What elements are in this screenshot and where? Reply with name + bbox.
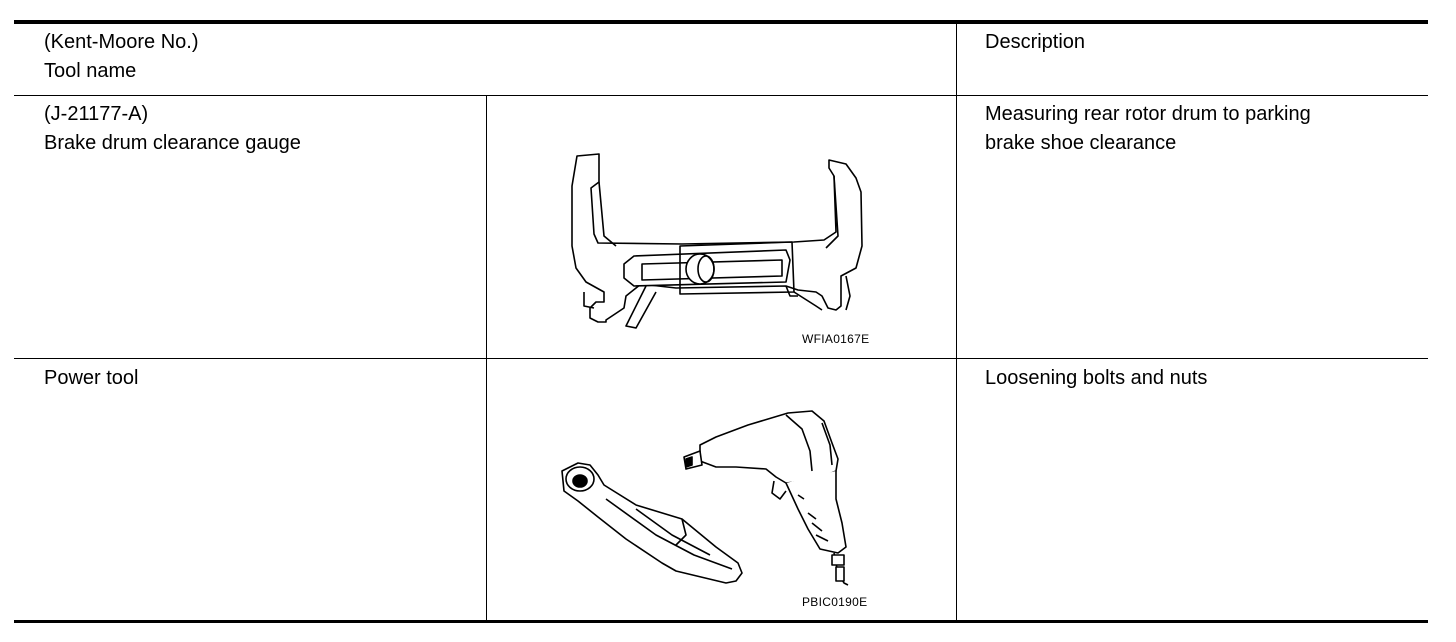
figure-cell: PBIC0190E xyxy=(486,359,956,620)
header-tool-number: (Kent-Moore No.) xyxy=(44,31,199,53)
header-tool-name: Tool name xyxy=(44,60,137,82)
tool-description-cont: brake shoe clearance xyxy=(985,132,1177,154)
tool-name: Brake drum clearance gauge xyxy=(44,132,301,154)
figure-column-divider xyxy=(486,95,487,620)
header-divider xyxy=(14,95,1428,96)
table-top-rule xyxy=(14,20,1428,24)
header-description: Description xyxy=(985,31,1086,53)
tool-name: Power tool xyxy=(44,367,139,389)
figure-cell: WFIA0167E xyxy=(486,96,956,358)
figure-code: PBIC0190E xyxy=(802,595,868,609)
row-divider xyxy=(14,358,1428,359)
tool-description: Loosening bolts and nuts xyxy=(985,367,1208,389)
tool-number: (J-21177-A) xyxy=(44,103,149,125)
tool-description: Measuring rear rotor drum to parking xyxy=(985,103,1311,125)
figure-code: WFIA0167E xyxy=(802,332,870,346)
table-bottom-rule xyxy=(14,620,1428,623)
power-tool-icon xyxy=(561,410,849,586)
description-column-divider xyxy=(956,24,957,620)
brake-drum-clearance-gauge-icon xyxy=(571,153,863,329)
